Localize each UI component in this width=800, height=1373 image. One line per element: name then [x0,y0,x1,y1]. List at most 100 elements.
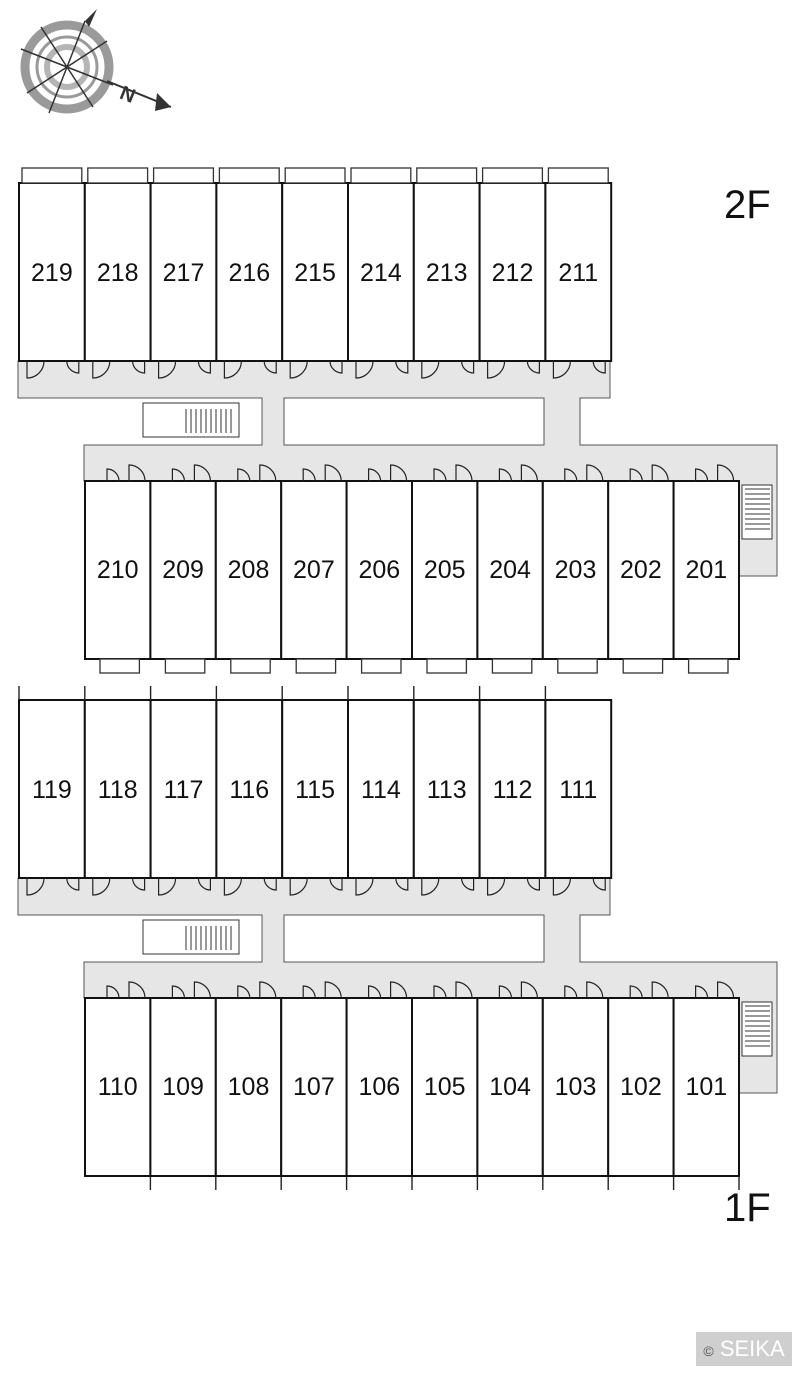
unit-107[interactable]: 107 [280,981,348,1190]
unit-number: 219 [31,259,73,287]
unit-116[interactable]: 116 [215,686,284,896]
unit-number: 204 [489,556,531,584]
unit-203[interactable]: 203 [541,464,610,674]
compass-icon [20,9,172,114]
balcony [491,658,533,674]
unit-number: 218 [97,259,139,287]
floor-label: 1F [724,1186,771,1230]
unit-number: 107 [293,1073,335,1101]
unit-207[interactable]: 207 [280,464,348,674]
stair-icon [142,402,240,438]
unit-number: 213 [426,259,468,287]
unit-number: 214 [360,259,402,287]
unit-104[interactable]: 104 [476,981,544,1190]
unit-number: 105 [424,1073,466,1101]
unit-number: 205 [424,556,466,584]
unit-208[interactable]: 208 [214,464,283,674]
unit-number: 207 [293,556,335,584]
unit-number: 102 [620,1073,662,1101]
unit-102[interactable]: 102 [607,981,675,1190]
balcony [622,658,664,674]
unit-number: 112 [493,776,533,804]
copyright-badge: © SEIKA [696,1332,792,1366]
unit-number: 210 [97,556,139,584]
unit-number: 109 [162,1073,204,1101]
balcony [218,167,280,184]
balcony [164,658,206,674]
unit-number: 106 [358,1073,400,1101]
unit-number: 217 [163,259,205,287]
unit-202[interactable]: 202 [607,464,675,674]
unit-211[interactable]: 211 [544,167,613,379]
unit-204[interactable]: 204 [476,464,544,674]
stair-icon [741,484,773,540]
balcony [152,167,215,184]
unit-110[interactable]: 110 [84,981,152,1190]
unit-213[interactable]: 213 [412,167,481,379]
unit-105[interactable]: 105 [411,981,479,1190]
unit-number: 216 [228,259,270,287]
unit-218[interactable]: 218 [83,167,152,379]
unit-109[interactable]: 109 [149,981,217,1190]
balcony [426,658,468,674]
unit-number: 101 [685,1073,727,1101]
unit-number: 108 [228,1073,270,1101]
unit-210[interactable]: 210 [84,464,152,674]
unit-111[interactable]: 111 [544,686,613,896]
balcony [99,658,141,674]
unit-number: 115 [295,776,335,804]
balcony [295,658,337,674]
unit-number: 206 [358,556,400,584]
unit-114[interactable]: 114 [347,686,415,896]
unit-108[interactable]: 108 [214,981,283,1190]
courtyard [283,397,545,446]
unit-214[interactable]: 214 [347,167,415,379]
unit-118[interactable]: 118 [83,686,152,896]
balcony [284,167,346,184]
unit-212[interactable]: 212 [478,167,547,379]
unit-112[interactable]: 112 [478,686,547,896]
balcony [360,658,402,674]
credit-text: SEIKA [719,1336,785,1361]
unit-103[interactable]: 103 [541,981,610,1190]
balcony [21,167,83,184]
unit-219[interactable]: 219 [18,167,86,379]
stair-icon [142,919,240,955]
balcony [687,658,729,674]
unit-number: 104 [489,1073,531,1101]
unit-115[interactable]: 115 [281,686,350,896]
unit-117[interactable]: 117 [149,686,218,896]
unit-215[interactable]: 215 [281,167,350,379]
floor-label: 2F [724,183,771,227]
unit-113[interactable]: 113 [412,686,481,896]
unit-106[interactable]: 106 [345,981,414,1190]
unit-number: 208 [228,556,270,584]
unit-119[interactable]: 119 [18,686,86,896]
balcony [87,167,149,184]
balcony [350,167,412,184]
unit-206[interactable]: 206 [345,464,414,674]
unit-number: 110 [98,1073,138,1101]
unit-number: 119 [32,776,72,804]
floor-2F: 219 218 217 216 215 214 213 212 211 210 209 208 207 2… [17,167,778,674]
balcony [230,658,271,674]
unit-number: 117 [164,776,204,804]
unit-number: 201 [685,556,727,584]
unit-number: 113 [427,776,467,804]
stair-icon [741,1001,773,1057]
unit-number: 114 [361,776,401,804]
unit-216[interactable]: 216 [215,167,284,379]
copyright-symbol: © [703,1343,714,1359]
unit-number: 202 [620,556,662,584]
courtyard [283,914,545,963]
unit-number: 111 [559,776,597,804]
balcony [557,658,598,674]
unit-205[interactable]: 205 [411,464,479,674]
unit-209[interactable]: 209 [149,464,217,674]
unit-217[interactable]: 217 [149,167,218,379]
unit-101[interactable]: 101 [672,981,740,1190]
balcony [547,167,609,184]
unit-number: 211 [558,259,598,287]
unit-201[interactable]: 201 [672,464,740,674]
